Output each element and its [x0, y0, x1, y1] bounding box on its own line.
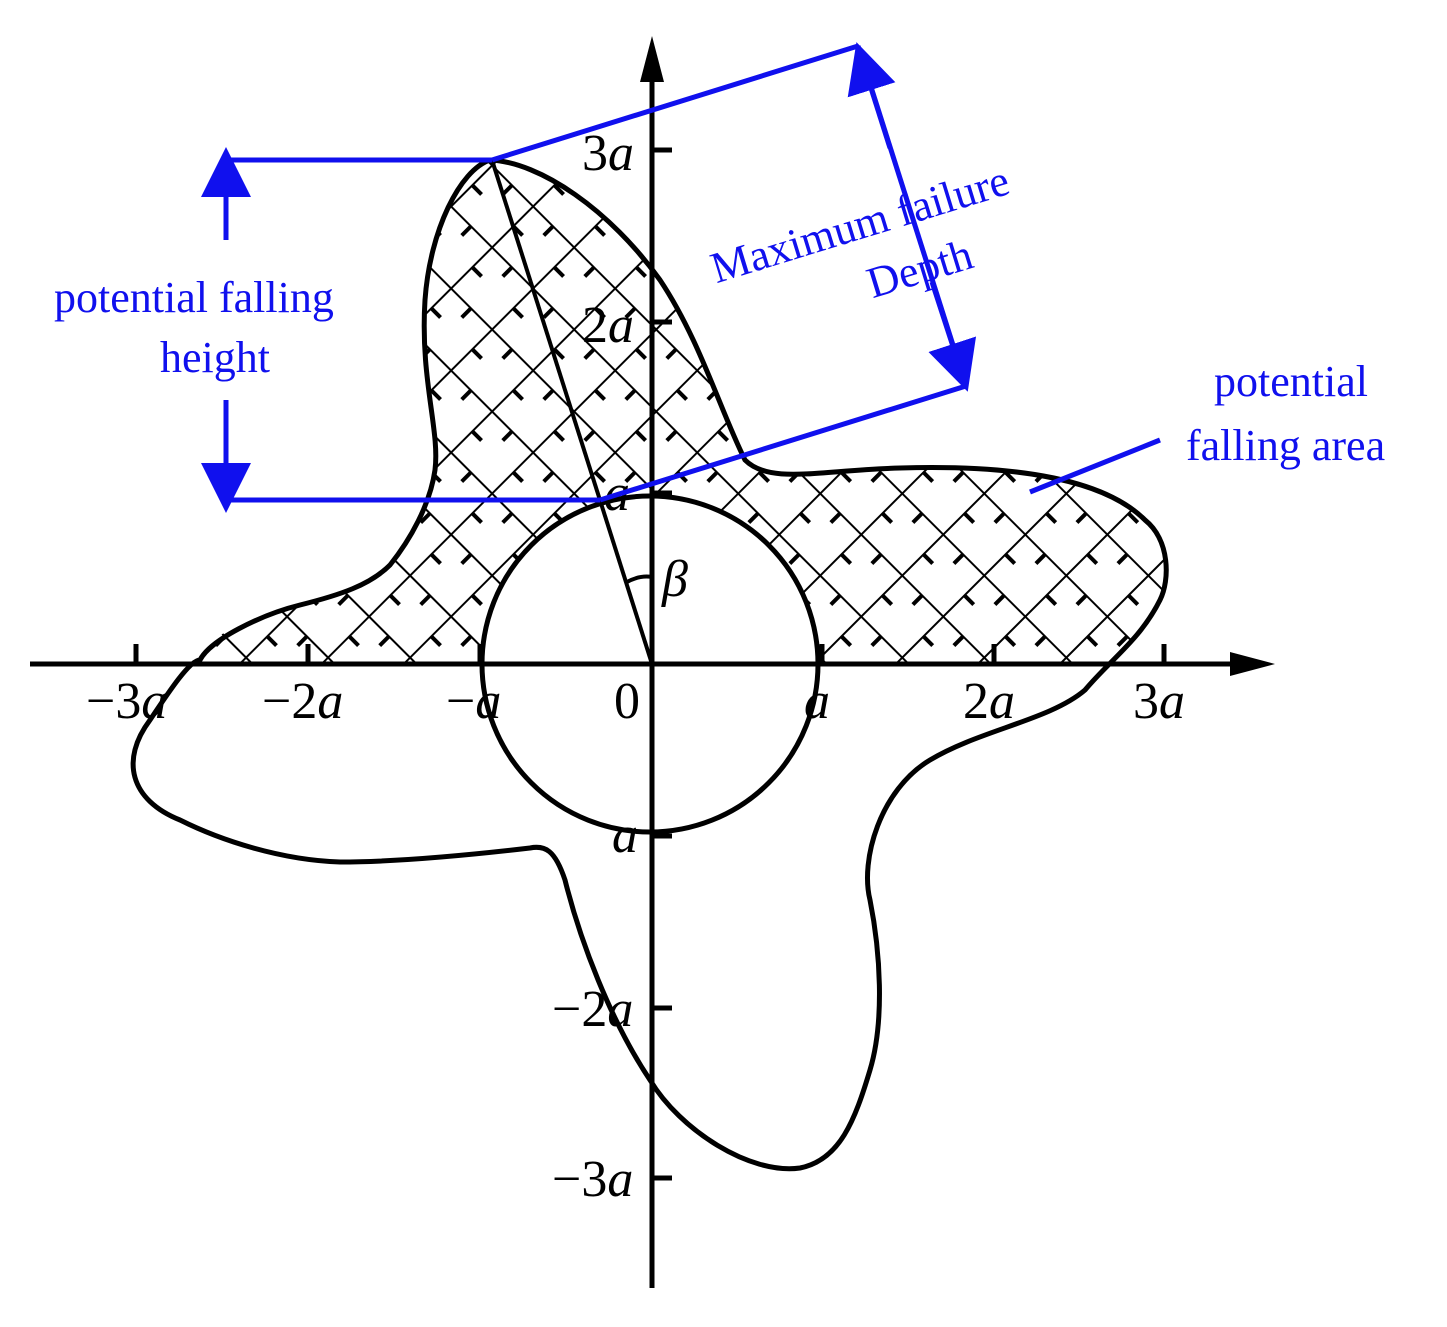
beta-ray	[490, 159, 654, 665]
falling-area-label-line1: potential	[1214, 357, 1368, 406]
x-tick-marks	[133, 644, 1167, 664]
y-tick-label-neg3: −3a	[552, 1151, 633, 1208]
max-depth-annotation	[491, 42, 977, 503]
x-tick-label-neg2: −2a	[262, 673, 343, 730]
x-axis	[30, 652, 1275, 676]
failure-boundary	[130, 157, 1169, 1172]
beta-arc	[626, 574, 653, 584]
y-tick-label-pos3: 3a	[582, 125, 634, 182]
y-tick-label-pos2: 2a	[582, 297, 634, 354]
falling-height-label-line2: height	[160, 333, 270, 382]
x-tick-label-neg3: −3a	[86, 673, 167, 730]
y-axis	[640, 36, 664, 1288]
falling-area-leader	[1029, 437, 1161, 495]
falling-area-label-line2: falling area	[1186, 421, 1385, 470]
y-tick-label-neg1: a	[612, 807, 638, 864]
x-tick-label-pos2: 2a	[963, 673, 1015, 730]
x-tick-label-pos1: a	[804, 673, 830, 730]
x-tick-label-pos3: 3a	[1133, 673, 1185, 730]
falling-height-annotation	[201, 147, 600, 513]
origin-label: 0	[614, 673, 640, 730]
y-tick-label-neg2: −2a	[552, 981, 633, 1038]
angle-beta-label: β	[661, 551, 688, 608]
potential-falling-area	[194, 160, 1167, 664]
x-tick-label-neg1: −a	[446, 673, 501, 730]
falling-height-label-line1: potential falling	[54, 273, 334, 322]
y-tick-marks	[652, 147, 672, 1181]
